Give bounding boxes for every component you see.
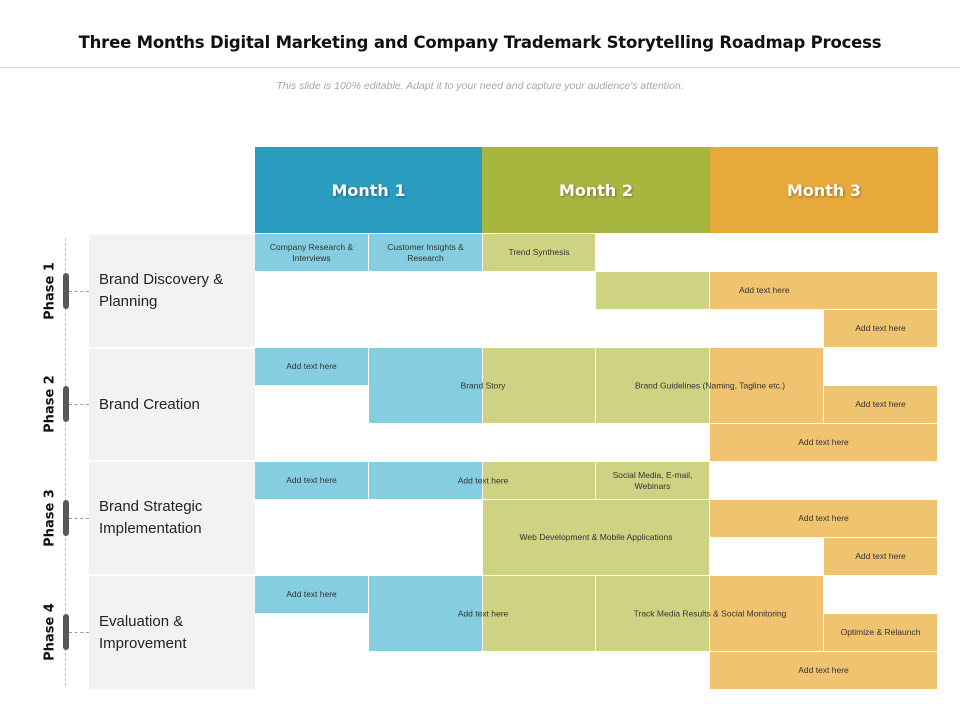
task-optimize-relaunch: Optimize & Relaunch xyxy=(824,614,938,652)
phase-3-label: Phase 3 xyxy=(42,489,58,547)
task-track-media-green xyxy=(596,576,710,652)
task-trend-synthesis: Trend Synthesis xyxy=(483,234,596,272)
phase-1-name: Brand Discovery & Planning xyxy=(89,235,255,347)
task-brand-story-blue xyxy=(369,348,483,424)
task-brand-guidelines: Brand Guidelines (Naming, Tagline etc.) xyxy=(634,380,786,391)
phase-1-connector xyxy=(69,291,89,292)
phase-4-marker xyxy=(63,614,69,650)
task-p4-add-1: Add text here xyxy=(255,576,369,614)
task-p3-add-2-blue xyxy=(369,462,483,500)
phase-2-connector xyxy=(69,404,89,405)
task-p4-add-2: Add text here xyxy=(457,608,509,619)
page-title: Three Months Digital Marketing and Compa… xyxy=(78,33,882,52)
phase-2-marker xyxy=(63,386,69,422)
task-brand-story: Brand Story xyxy=(460,380,506,391)
phase-1-name-text: Brand Discovery & Planning xyxy=(99,271,224,310)
task-brand-guidelines-orange xyxy=(710,348,824,424)
phase-1-marker xyxy=(63,273,69,309)
task-web-development: Web Development & Mobile Applications xyxy=(483,500,710,576)
task-company-research: Company Research & Interviews xyxy=(255,234,369,272)
task-p4-add-3: Add text here xyxy=(710,652,938,690)
task-social-media: Social Media, E-mail, Webinars xyxy=(596,462,710,500)
task-brand-story-green xyxy=(483,348,596,424)
task-p2-add-3: Add text here xyxy=(710,424,938,462)
title-divider xyxy=(0,67,960,68)
task-p3-add-4: Add text here xyxy=(824,538,938,576)
timeline-spine xyxy=(65,238,66,686)
month-3-header: Month 3 xyxy=(710,147,938,233)
phase-3-connector xyxy=(69,518,89,519)
task-p1-add-2: Add text here xyxy=(824,310,938,348)
task-p3-add-1: Add text here xyxy=(255,462,369,500)
phase-4-name: Evaluation & Improvement xyxy=(89,576,255,689)
phase-3-marker xyxy=(63,500,69,536)
task-track-media-orange xyxy=(710,576,824,652)
task-p2-add-2: Add text here xyxy=(824,386,938,424)
task-p3-add-2: Add text here xyxy=(457,475,509,486)
subtitle: This slide is 100% editable. Adapt it to… xyxy=(276,80,684,92)
task-p3-add-3: Add text here xyxy=(710,500,938,538)
task-brand-guidelines-green xyxy=(596,348,710,424)
phase-4-label: Phase 4 xyxy=(42,603,58,661)
task-p4-add-2-blue xyxy=(369,576,483,652)
phase-2-label: Phase 2 xyxy=(42,375,58,433)
task-p1-add-1: Add text here xyxy=(710,272,938,310)
task-p2-add-1: Add text here xyxy=(255,348,369,386)
month-2-header: Month 2 xyxy=(482,147,710,233)
phase-4-name-text: Evaluation & Improvement xyxy=(99,612,187,652)
phase-3-name: Brand Strategic Implementation xyxy=(89,462,255,574)
task-customer-insights: Customer Insights & Research xyxy=(369,234,483,272)
phase-1-label: Phase 1 xyxy=(42,262,58,320)
task-p3-add-2-green xyxy=(483,462,596,500)
task-track-media: Track Media Results & Social Monitoring xyxy=(633,608,787,619)
phase-2-name-text: Brand Creation xyxy=(99,395,200,413)
phase-3-name-text: Brand Strategic Implementation xyxy=(99,498,203,537)
month-1-header: Month 1 xyxy=(255,147,482,233)
task-p1-green-bar xyxy=(596,272,710,310)
phase-4-connector xyxy=(69,632,89,633)
phase-2-name: Brand Creation xyxy=(89,349,255,460)
task-p4-add-2-green xyxy=(483,576,596,652)
